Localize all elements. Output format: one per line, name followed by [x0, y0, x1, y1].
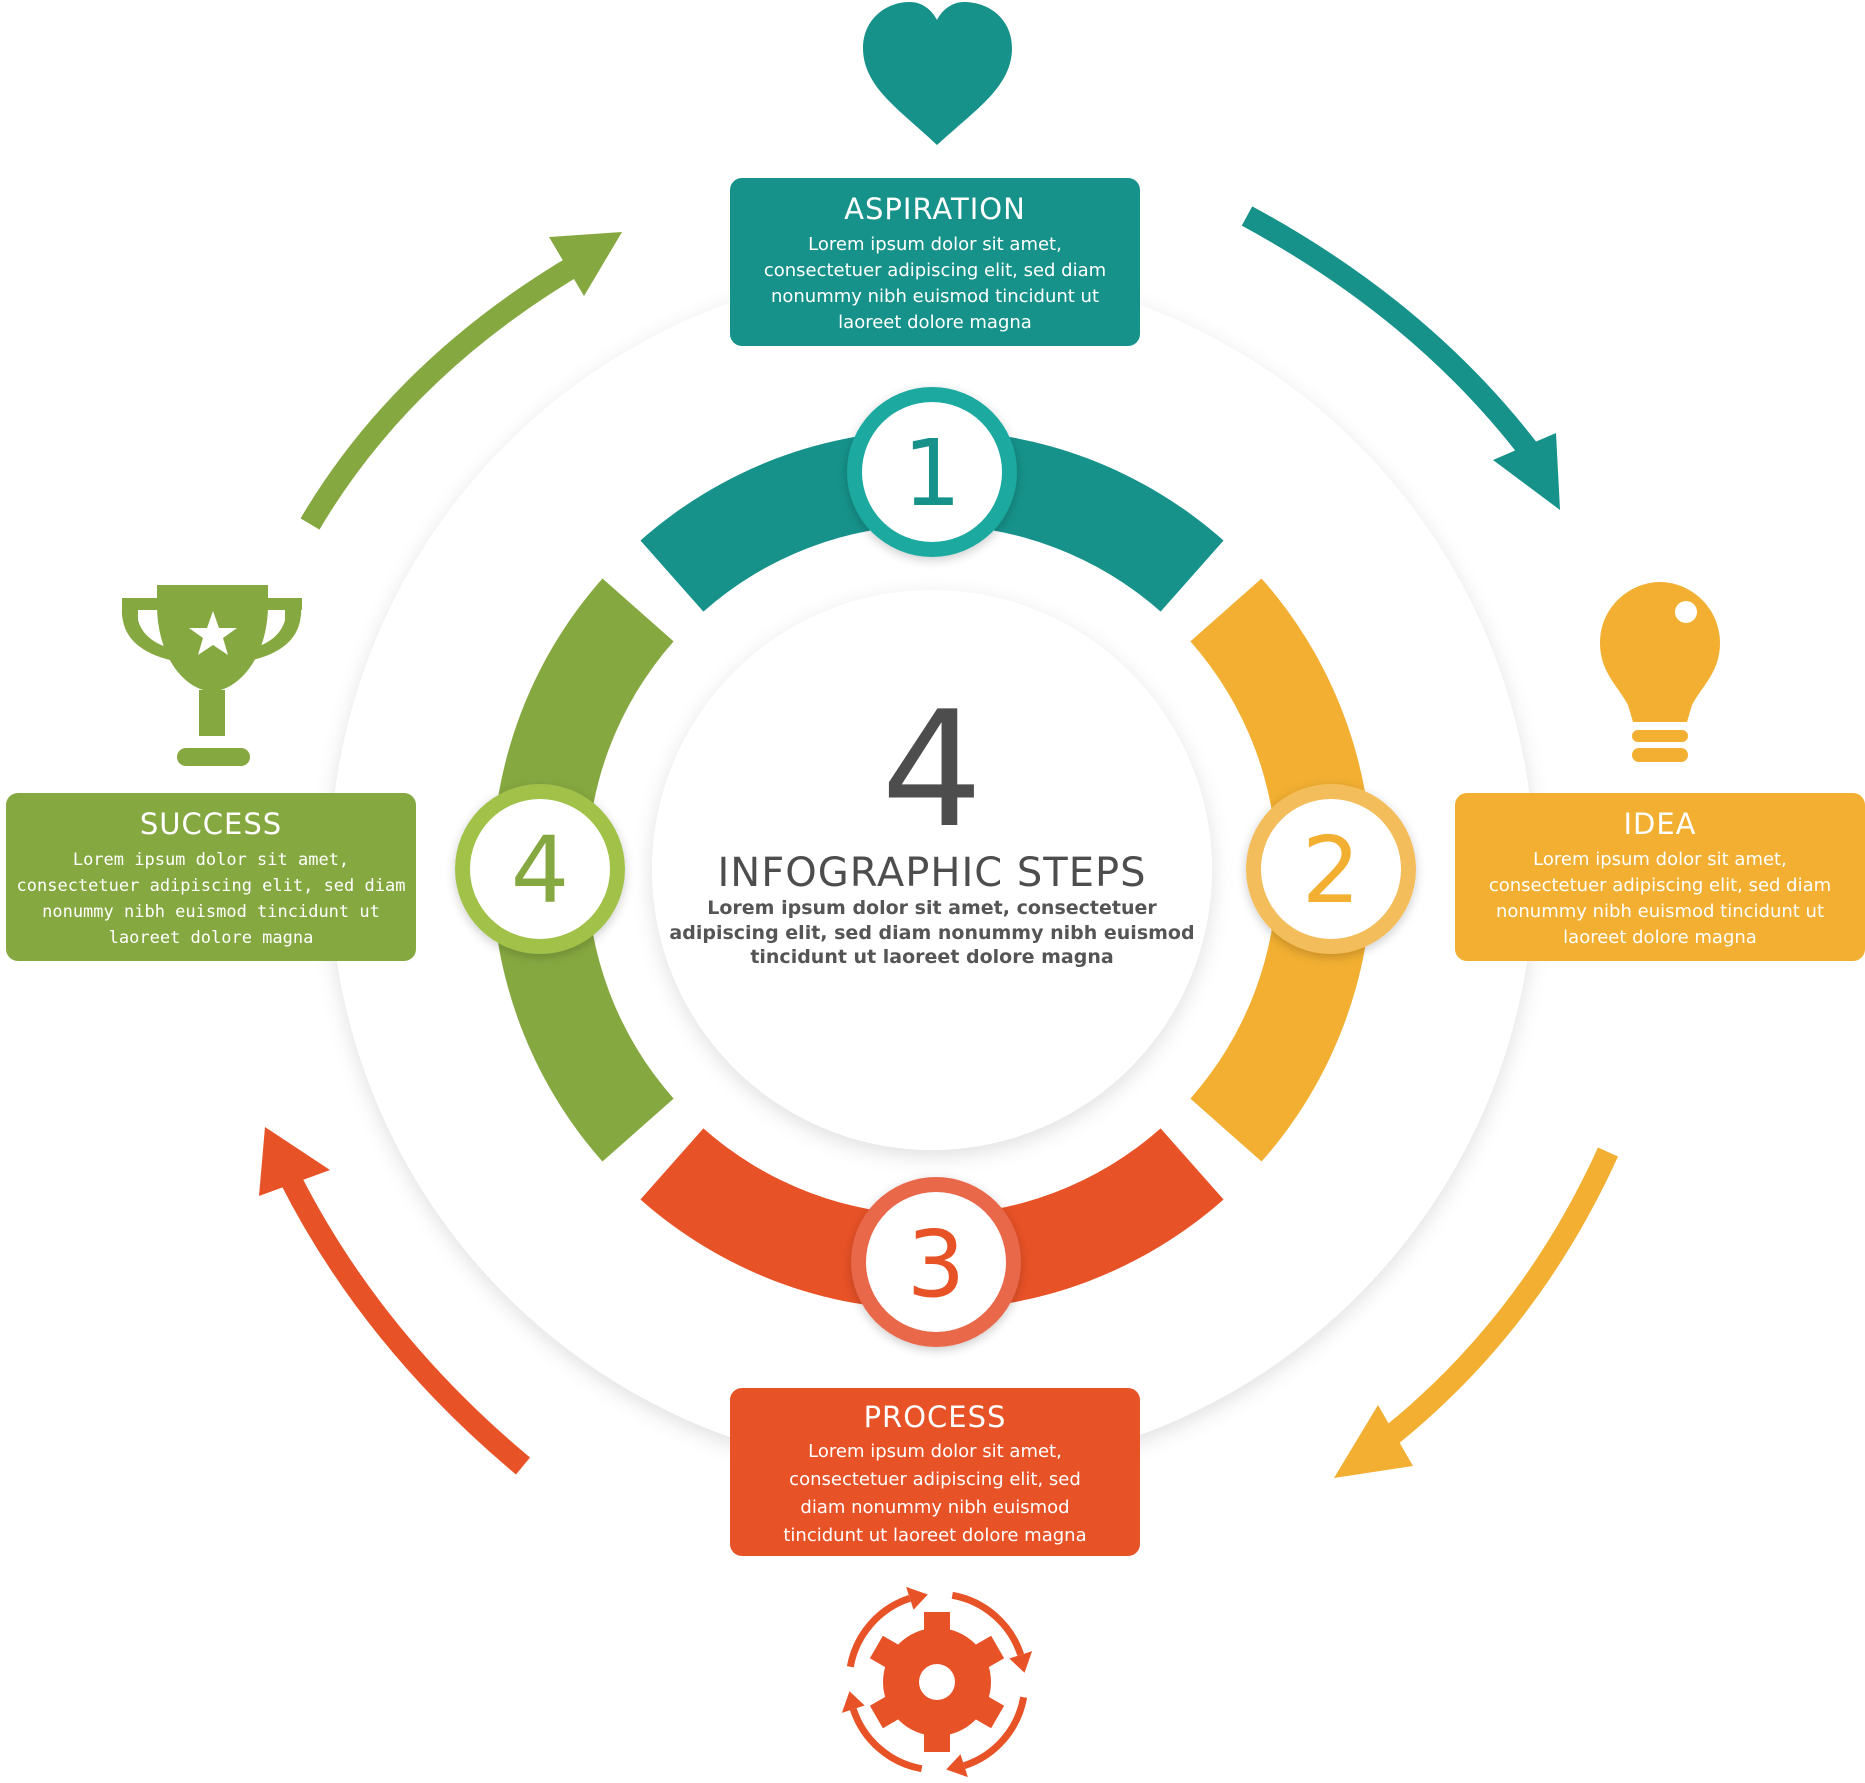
- aspiration-text-line: Lorem ipsum dolor sit amet,: [808, 234, 1062, 255]
- arrow-process-to-success: [280, 1173, 531, 1475]
- process-text-line: tincidunt ut laoreet dolore magna: [783, 1525, 1087, 1546]
- idea-text-line: laoreet dolore magna: [1563, 927, 1757, 948]
- idea-text-line: nonummy nibh euismod tincidunt ut: [1495, 901, 1825, 922]
- process-text-line: diam nonummy nibh euismod: [800, 1497, 1070, 1518]
- center-number: 4: [881, 676, 983, 863]
- arrow-aspiration-to-idea: [1241, 206, 1549, 472]
- center-circle: [652, 590, 1212, 1150]
- aspiration-text-line: laoreet dolore magna: [838, 312, 1032, 333]
- success-text-line: laoreet dolore magna: [108, 928, 314, 948]
- arrow-head-green: [549, 232, 622, 296]
- aspiration-text: Lorem ipsum dolor sit amet, consectetuer…: [730, 232, 1140, 336]
- process-title: PROCESS: [863, 1400, 1007, 1434]
- process-text: Lorem ipsum dolor sit amet, consectetuer…: [730, 1438, 1140, 1550]
- aspiration-box: ASPIRATION Lorem ipsum dolor sit amet, c…: [730, 178, 1140, 346]
- success-text-line: Lorem ipsum dolor sit amet,: [72, 850, 350, 870]
- step-number-4: 4: [511, 817, 570, 924]
- center-text-line: Lorem ipsum dolor sit amet, consectetuer: [707, 897, 1157, 919]
- step-number-2: 2: [1302, 817, 1361, 924]
- gear-cycle-icon: [841, 1586, 1033, 1778]
- arrow-idea-to-process: [1376, 1147, 1619, 1451]
- center-title: INFOGRAPHIC STEPS: [718, 850, 1147, 896]
- step-number-1: 1: [903, 420, 962, 527]
- aspiration-title: ASPIRATION: [844, 192, 1026, 226]
- success-title: SUCCESS: [139, 807, 283, 841]
- idea-box: IDEA Lorem ipsum dolor sit amet, consect…: [1455, 793, 1865, 961]
- aspiration-text-line: consectetuer adipiscing elit, sed diam: [763, 260, 1107, 281]
- success-text: Lorem ipsum dolor sit amet, consectetuer…: [6, 847, 416, 951]
- idea-text-line: consectetuer adipiscing elit, sed diam: [1488, 875, 1832, 896]
- arrow-head-yellow: [1334, 1405, 1413, 1478]
- center-text-line: adipiscing elit, sed diam nonummy nibh e…: [669, 922, 1194, 944]
- step-badge-1: 1: [847, 387, 1017, 557]
- idea-text: Lorem ipsum dolor sit amet, consectetuer…: [1455, 847, 1865, 951]
- arrow-success-to-aspiration: [300, 248, 594, 530]
- heart-icon: [863, 2, 1012, 145]
- success-box: SUCCESS Lorem ipsum dolor sit amet, cons…: [6, 793, 416, 961]
- step-badge-2: 2: [1246, 784, 1416, 954]
- trophy-icon: [121, 585, 302, 766]
- lightbulb-icon: [1600, 582, 1720, 762]
- process-text-line: Lorem ipsum dolor sit amet,: [808, 1441, 1062, 1462]
- success-text-line: nonummy nibh euismod tincidunt ut: [42, 902, 380, 922]
- step-badge-3: 3: [851, 1177, 1021, 1347]
- step-badge-4: 4: [455, 784, 625, 954]
- arrow-head-teal: [1493, 433, 1560, 510]
- center-text-line: tincidunt ut laoreet dolore magna: [750, 946, 1113, 968]
- process-box: PROCESS Lorem ipsum dolor sit amet, cons…: [730, 1388, 1140, 1556]
- idea-title: IDEA: [1623, 807, 1697, 841]
- idea-text-line: Lorem ipsum dolor sit amet,: [1533, 849, 1787, 870]
- process-text-line: consectetuer adipiscing elit, sed: [789, 1469, 1081, 1490]
- arrow-head-orange: [259, 1127, 330, 1196]
- step-number-3: 3: [907, 1211, 966, 1318]
- success-text-line: consectetuer adipiscing elit, sed diam: [16, 876, 406, 896]
- aspiration-text-line: nonummy nibh euismod tincidunt ut: [770, 286, 1100, 307]
